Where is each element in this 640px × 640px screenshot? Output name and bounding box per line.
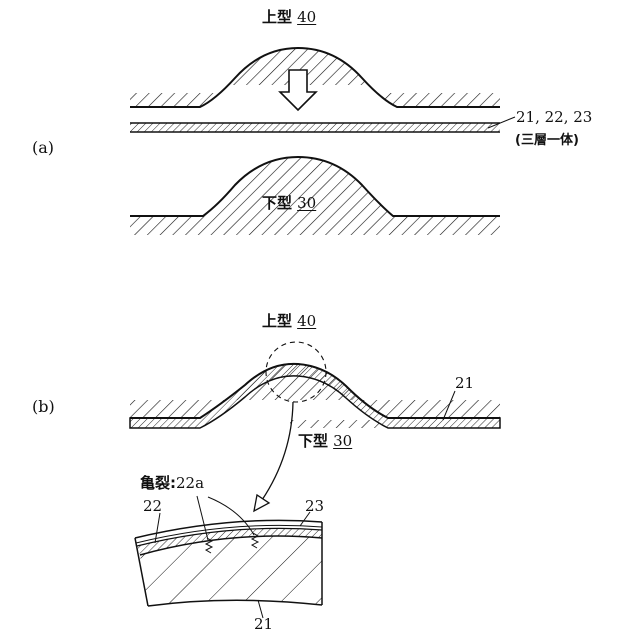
panel-b-sheet-ref: 21 — [455, 376, 474, 391]
panel-a-label: (a) — [32, 140, 54, 156]
detail-cross-section — [135, 496, 322, 618]
panel-a-three-layer-sheet — [130, 117, 515, 132]
panel-a-upper-die — [125, 40, 505, 110]
panel-b-label: (b) — [32, 399, 55, 415]
panel-a-layers-note: (三層一体) — [515, 134, 579, 147]
panel-a-upper-die-label: 上型 40 — [262, 9, 316, 25]
detail-substrate-ref: 21 — [254, 617, 273, 632]
detail-crack-label: 亀裂:22a — [140, 475, 204, 491]
detail-right-layer-ref: 23 — [305, 499, 324, 514]
panel-b-lower-die-label: 下型 30 — [298, 433, 352, 449]
detail-left-layer-ref: 22 — [143, 499, 162, 514]
panel-a-lower-die-label: 下型 30 — [262, 195, 316, 211]
panel-a-layers-ref: 21, 22, 23 — [516, 110, 592, 125]
panel-b-upper-die-label: 上型 40 — [262, 313, 316, 329]
